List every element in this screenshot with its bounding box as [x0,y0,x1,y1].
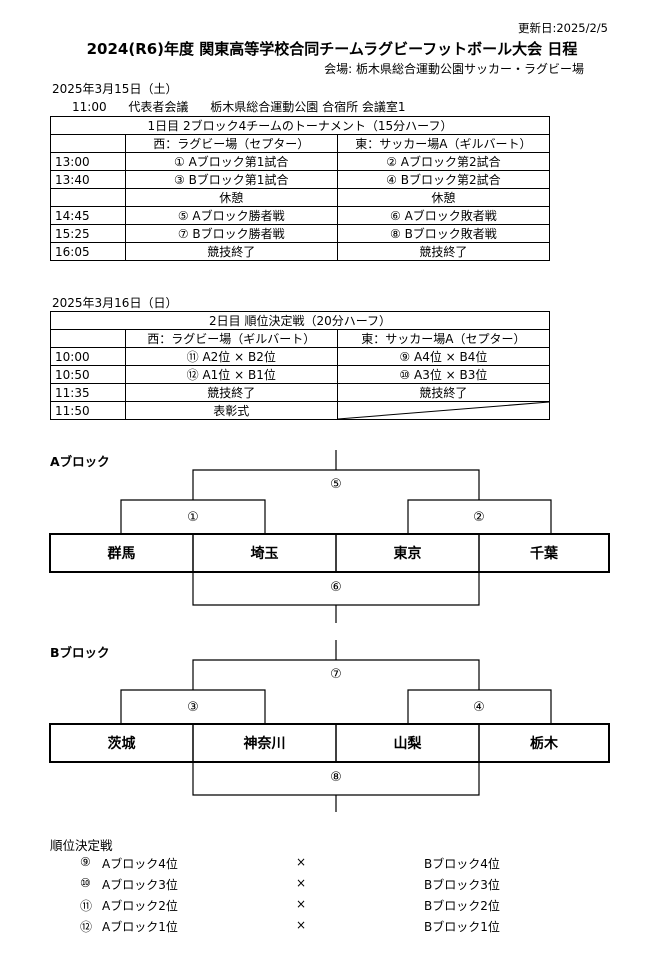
match-number: ⑫ [80,920,93,934]
team-saitama: 埼玉 [250,546,279,562]
east-cell: ④ Bブロック第2試合 [336,170,551,189]
meeting-time: 11:00 [72,100,107,114]
table-row: 10:50 ⑫ A1位 × B1位 ⑩ A3位 × B3位 [50,365,551,384]
match-6-label: ⑥ [330,580,342,595]
time-cell: 11:50 [50,401,126,420]
updated-date: 更新日:2025/2/5 [517,21,608,35]
west-cell: 表彰式 [124,401,338,420]
list-item: ⑨ Aブロック4位 × Bブロック4位 [0,855,664,875]
venue: 会場: 栃木県総合運動公園サッカー・ラグビー場 [324,62,584,76]
east-cell: 競技終了 [336,242,551,261]
team-b-rank: Bブロック1位 [424,920,500,934]
block-a-title: Aブロック [50,454,110,469]
team-a-rank: Aブロック3位 [102,878,178,892]
team-b-rank: Bブロック4位 [424,857,500,871]
day1-schedule-table: 1日目 2ブロック4チームのトーナメント（15分ハーフ） 西：ラグビー場（セプタ… [50,116,551,261]
list-item: ⑩ Aブロック3位 × Bブロック3位 [0,876,664,896]
meeting-name: 代表者会議 [128,100,189,114]
team-a-rank: Aブロック2位 [102,899,178,913]
east-cell: ⑧ Bブロック敗者戦 [336,224,551,243]
match-number: ⑪ [80,899,93,913]
time-cell: 10:50 [50,365,126,384]
ranking-title: 順位決定戦 [50,838,113,853]
meeting-place: 栃木県総合運動公園 合宿所 会議室1 [210,100,406,114]
list-item: ⑪ Aブロック2位 × Bブロック2位 [0,897,664,917]
team-kanagawa: 神奈川 [243,736,286,752]
day2-date: 2025年3月16日（日） [52,296,178,310]
block-b-title: Bブロック [50,645,110,660]
west-cell: ① Aブロック第1試合 [124,152,338,171]
list-item: ⑫ Aブロック1位 × Bブロック1位 [0,918,664,938]
match-number: ⑨ [80,855,91,869]
versus-mark: × [296,855,307,869]
team-a-rank: Aブロック1位 [102,920,178,934]
table-row: 16:05 競技終了 競技終了 [50,242,551,261]
day1-date: 2025年3月15日（土） [52,82,178,96]
team-b-rank: Bブロック2位 [424,899,500,913]
team-chiba: 千葉 [530,546,558,562]
table-row: 10:00 ⑪ A2位 × B2位 ⑨ A4位 × B4位 [50,347,551,366]
team-b-rank: Bブロック3位 [424,878,500,892]
west-cell: ⑦ Bブロック勝者戦 [124,224,338,243]
versus-mark: × [296,876,307,890]
empty-diagonal-cell [336,401,551,420]
diagonal-line [337,402,549,419]
team-tokyo: 東京 [393,546,422,562]
match-1-label: ① [187,510,199,525]
match-number: ⑩ [80,876,91,890]
page-title: 2024(R6)年度 関東高等学校合同チームラグビーフットボール大会 日程 [86,40,578,58]
meeting-line: 11:00 代表者会議 栃木県総合運動公園 合宿所 会議室1 [72,98,424,115]
match-3-label: ③ [187,700,199,715]
east-cell: ⑨ A4位 × B4位 [336,347,551,366]
time-cell: 16:05 [50,242,126,261]
team-yamanashi: 山梨 [393,736,422,752]
west-cell: ⑫ A1位 × B1位 [124,365,338,384]
west-cell: 競技終了 [124,242,338,261]
team-tochigi: 栃木 [530,736,558,752]
match-2-label: ② [473,510,485,525]
versus-mark: × [296,918,307,932]
table-row: 13:40 ③ Bブロック第1試合 ④ Bブロック第2試合 [50,170,551,189]
west-cell: ⑪ A2位 × B2位 [124,347,338,366]
team-gunma: 群馬 [107,546,136,562]
match-4-label: ④ [473,700,485,715]
versus-mark: × [296,897,307,911]
table-row: 15:25 ⑦ Bブロック勝者戦 ⑧ Bブロック敗者戦 [50,224,551,243]
time-cell: 10:00 [50,347,126,366]
table-row: 11:50 表彰式 [50,401,551,420]
match-7-label: ⑦ [330,667,342,682]
match-5-label: ⑤ [330,477,342,492]
team-ibaraki: 茨城 [107,736,136,752]
team-a-rank: Aブロック4位 [102,857,178,871]
day2-schedule-table: 2日目 順位決定戦（20分ハーフ） 西：ラグビー場（ギルバート） 東：サッカー場… [50,311,551,420]
match-8-label: ⑧ [330,770,342,785]
time-cell: 14:45 [50,206,126,225]
